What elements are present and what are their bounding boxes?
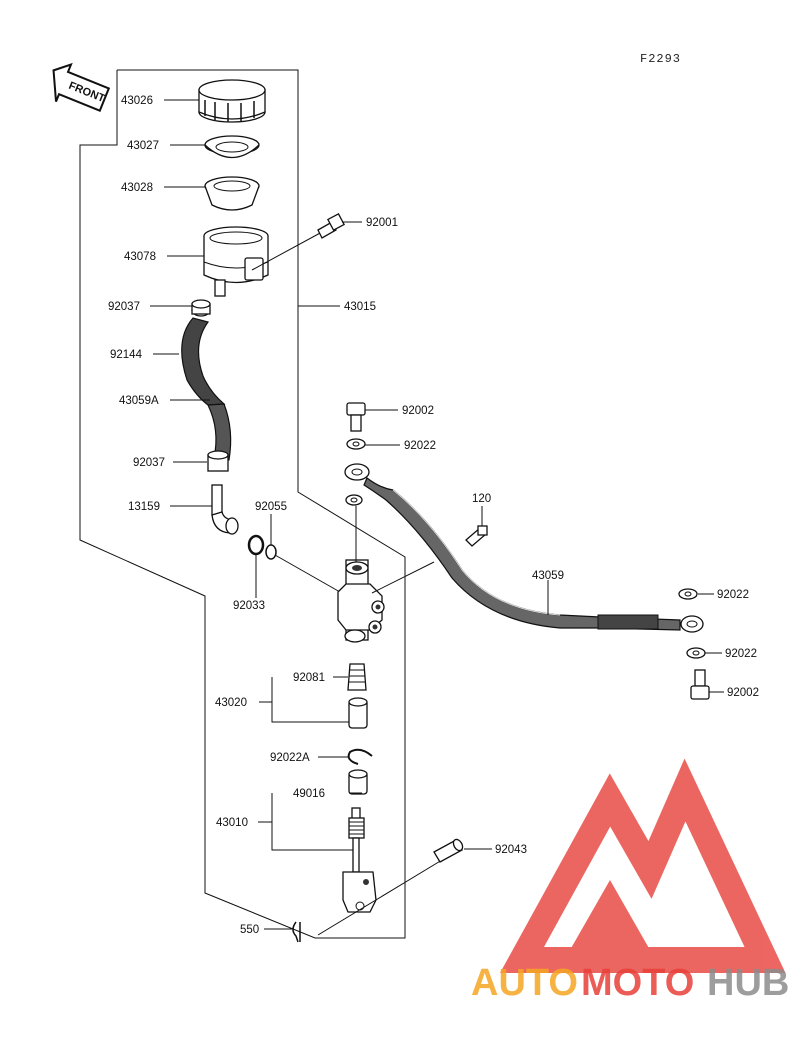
- washer-lower-b: [686, 647, 706, 659]
- label-92022-upper: 92022: [404, 440, 436, 452]
- label-43027: 43027: [127, 140, 159, 152]
- front-arrow-icon: FRONT: [52, 62, 111, 112]
- diaphragm: [204, 176, 260, 211]
- o-ring-92055: [265, 544, 277, 560]
- reservoir-hose: [181, 317, 226, 406]
- label-92022-lower-a: 92022: [717, 589, 749, 601]
- washer-upper: [346, 438, 366, 450]
- label-43020: 43020: [215, 697, 247, 709]
- watermark-logo-icon: [500, 758, 786, 973]
- watermark-part3: HUB: [707, 962, 789, 1004]
- cotter-pin: [292, 921, 301, 943]
- label-550: 550: [240, 924, 259, 936]
- label-92081: 92081: [293, 672, 325, 684]
- label-92002-lower: 92002: [727, 687, 759, 699]
- label-43015: 43015: [344, 301, 376, 313]
- label-43026: 43026: [121, 95, 153, 107]
- reservoir-cap: [198, 79, 266, 123]
- figure-code: F2293: [640, 52, 681, 66]
- piston-cup: [348, 697, 368, 729]
- label-92033: 92033: [233, 600, 265, 612]
- label-43010: 43010: [216, 817, 248, 829]
- label-92055: 92055: [255, 501, 287, 513]
- circlip-92033: [247, 534, 265, 556]
- piston-49016: [348, 769, 368, 795]
- banjo-bolt-upper: [346, 402, 366, 432]
- label-92002-upper: 92002: [402, 405, 434, 417]
- push-rod-assembly: [342, 807, 377, 913]
- label-120: 120: [472, 493, 491, 505]
- reservoir: [203, 226, 269, 297]
- label-92043: 92043: [495, 844, 527, 856]
- clamp-bolt-120: [465, 506, 488, 547]
- hose-elbow: [211, 484, 239, 535]
- clamp-top: [191, 299, 211, 317]
- clamp-bottom: [207, 450, 229, 472]
- label-92144: 92144: [110, 349, 143, 361]
- washer-lower-a: [678, 588, 698, 600]
- brake-hose: [344, 463, 704, 633]
- clevis-pin: [317, 838, 464, 936]
- label-92037-top: 92037: [108, 301, 140, 313]
- label-43059: 43059: [532, 570, 564, 582]
- label-43078: 43078: [124, 251, 156, 263]
- part-labels: 43026 43027 43028 92001 43078 92037 4301…: [108, 95, 759, 936]
- label-92037-bottom: 92037: [133, 457, 165, 469]
- hose-43059A: [207, 403, 232, 461]
- label-43028: 43028: [121, 182, 153, 194]
- watermark-part2: MOTO: [581, 962, 694, 1004]
- washer-mid: [345, 494, 363, 506]
- circlip-92022A: [347, 748, 373, 765]
- label-92001: 92001: [366, 217, 398, 229]
- spring-92081: [347, 663, 367, 691]
- assembly-outline: [79, 69, 406, 939]
- master-cylinder-body: [337, 559, 385, 643]
- label-92022A: 92022A: [270, 752, 310, 764]
- diaphragm-plate: [204, 135, 260, 158]
- leader-lines: [150, 99, 724, 930]
- label-49016: 49016: [293, 788, 325, 800]
- label-43059A: 43059A: [119, 395, 159, 407]
- banjo-bolt-lower: [690, 669, 710, 700]
- label-92022-lower-b: 92022: [725, 648, 757, 660]
- label-13159: 13159: [128, 501, 160, 513]
- bolt-92001: [251, 213, 345, 271]
- watermark-text: AUTO MOTO HUB: [471, 962, 789, 1004]
- watermark-part1: AUTO: [471, 962, 578, 1004]
